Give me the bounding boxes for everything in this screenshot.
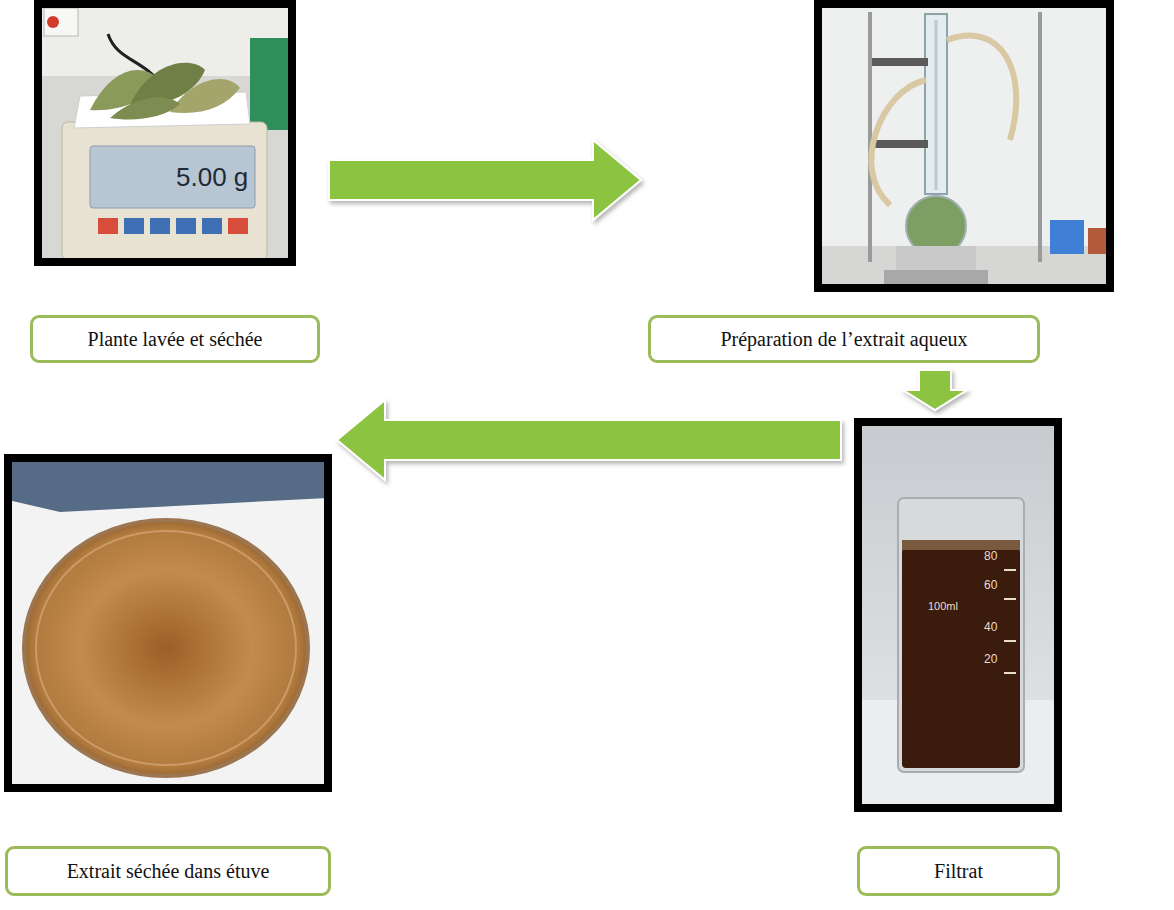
balance-display	[90, 146, 255, 208]
process-panel: Préparation de l’extrait aqueux	[645, 0, 1115, 366]
clamp	[872, 140, 928, 148]
balance-button	[150, 218, 170, 234]
caption-box: Plante lavée et séchée	[30, 315, 320, 363]
retort-rod	[1038, 12, 1042, 262]
photo-frame	[858, 422, 1058, 808]
hotplate	[884, 270, 988, 286]
photo-frame	[8, 458, 328, 788]
graduation-tick	[1004, 598, 1016, 600]
photo-ground	[38, 4, 292, 262]
dish-rim	[36, 531, 296, 765]
leaf	[170, 79, 240, 113]
process-panel: Extrait séchée dans étuve	[3, 380, 333, 898]
process-panel: Filtrat	[845, 414, 1070, 898]
photo-ground	[818, 4, 1110, 288]
heating-mantle	[896, 246, 976, 272]
tubing	[947, 36, 1016, 140]
retort-rod	[868, 12, 872, 262]
graduation-number: 80	[984, 550, 997, 563]
blue-beaker	[1050, 220, 1084, 254]
oven-plate	[8, 458, 328, 512]
photo-ground	[8, 458, 328, 788]
balance-button	[98, 218, 118, 234]
reflux-photo	[818, 4, 1110, 288]
condenser	[925, 14, 947, 194]
filtrate-liquid	[902, 548, 1020, 768]
balance-photo	[38, 4, 292, 262]
clamp	[872, 58, 928, 66]
display-reading: 5.00 g	[176, 163, 248, 192]
balance-button	[124, 218, 144, 234]
graduation-tick	[1004, 640, 1016, 642]
green-object	[250, 38, 292, 130]
photo-frame	[818, 4, 1110, 288]
graduation-number: 20	[984, 653, 997, 666]
flow-arrow	[329, 140, 641, 220]
caption-text: Extrait séchée dans étuve	[67, 859, 270, 883]
balance-button	[176, 218, 196, 234]
petri-dish	[24, 520, 308, 776]
dried-extract-photo	[8, 458, 328, 788]
graduation-number: 40	[984, 621, 997, 634]
beaker-volume-mark: 100ml	[928, 600, 958, 612]
flow-arrow	[337, 400, 841, 480]
caption-box: Préparation de l’extrait aqueux	[648, 315, 1040, 363]
leaf	[110, 97, 180, 119]
filtrate-photo	[858, 422, 1058, 808]
balance-button	[228, 218, 248, 234]
small-beaker	[1088, 228, 1106, 254]
process-panel: Plante lavée et séchée	[25, 0, 325, 366]
caption-box: Extrait séchée dans étuve	[5, 846, 331, 896]
caption-box: Filtrat	[857, 846, 1060, 896]
graduation-number: 60	[984, 579, 997, 592]
tubing	[871, 80, 926, 205]
beaker-glass	[898, 498, 1024, 772]
foam	[902, 540, 1020, 550]
flow-arrow	[903, 370, 967, 410]
caption-text: Filtrat	[934, 859, 983, 883]
graduation-tick	[1004, 569, 1016, 571]
photo-frame	[38, 4, 292, 262]
balance-button	[202, 218, 222, 234]
graduation-tick	[1004, 672, 1016, 674]
photo-ground	[858, 422, 1058, 808]
caption-text: Préparation de l’extrait aqueux	[720, 327, 967, 351]
caption-text: Plante lavée et séchée	[88, 327, 263, 351]
balance-body	[62, 122, 267, 260]
socket	[44, 8, 78, 36]
condenser-tube	[935, 20, 938, 190]
red-switch	[47, 16, 59, 28]
